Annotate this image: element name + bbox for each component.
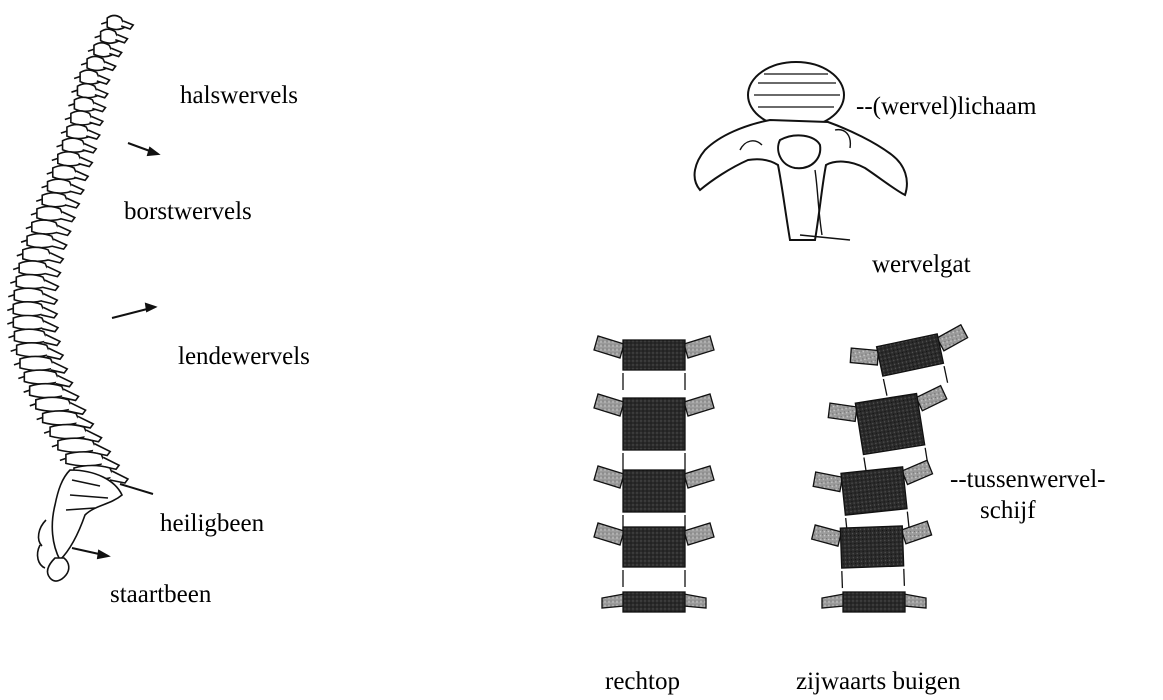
spine-vertebra	[68, 97, 105, 111]
label-wervelgat: wervelgat	[872, 251, 971, 279]
label-rechtop: rechtop	[605, 668, 680, 696]
spine-illustration	[7, 16, 133, 582]
spine-vertebra	[101, 16, 133, 30]
spine-vertebra	[47, 166, 88, 181]
spine-vertebra	[31, 206, 75, 221]
spine-vertebra	[71, 84, 107, 98]
vertebral-body	[594, 336, 714, 390]
vertebral-body	[847, 324, 976, 402]
label-wervellichaam: --(wervel)lichaam	[856, 93, 1036, 121]
spine-vertebra	[61, 125, 100, 139]
spine-vertebra	[21, 234, 67, 249]
vertebra-illustration	[695, 62, 907, 240]
spine-vertebra	[52, 152, 92, 167]
spine-vertebra	[57, 138, 97, 153]
spine-vertebra	[95, 29, 128, 43]
label-tussenwervelschijf-line1: --tussenwervel-	[950, 466, 1106, 494]
vertebral-body	[811, 521, 933, 589]
spine-vertebra	[36, 193, 79, 208]
label-staartbeen: staartbeen	[110, 581, 211, 609]
spine-vertebra	[26, 220, 71, 235]
label-borstwervels: borstwervels	[124, 198, 252, 226]
spine-vertebra	[17, 247, 63, 263]
spine-vertebra	[65, 111, 103, 125]
label-zijwaarts-buigen: zijwaarts buigen	[796, 668, 961, 696]
vertebral-body	[594, 523, 714, 587]
vertebral-body	[822, 592, 926, 612]
vertebral-body	[826, 385, 956, 479]
label-halswervels: halswervels	[180, 82, 298, 110]
label-heiligbeen: heiligbeen	[160, 510, 264, 538]
spine-vertebra	[88, 43, 122, 57]
label-lendewervels: lendewervels	[178, 343, 310, 371]
spine-vertebra	[74, 70, 109, 84]
vertebral-body	[594, 466, 714, 532]
label-tussenwervelschijf-line2: schijf	[980, 497, 1036, 525]
spine-vertebra	[42, 179, 84, 194]
spine-vertebra	[81, 56, 116, 70]
spine-vertebra	[13, 261, 60, 277]
vertebral-body	[594, 394, 714, 470]
vertebral-body	[602, 592, 706, 612]
upright-column	[594, 336, 714, 612]
